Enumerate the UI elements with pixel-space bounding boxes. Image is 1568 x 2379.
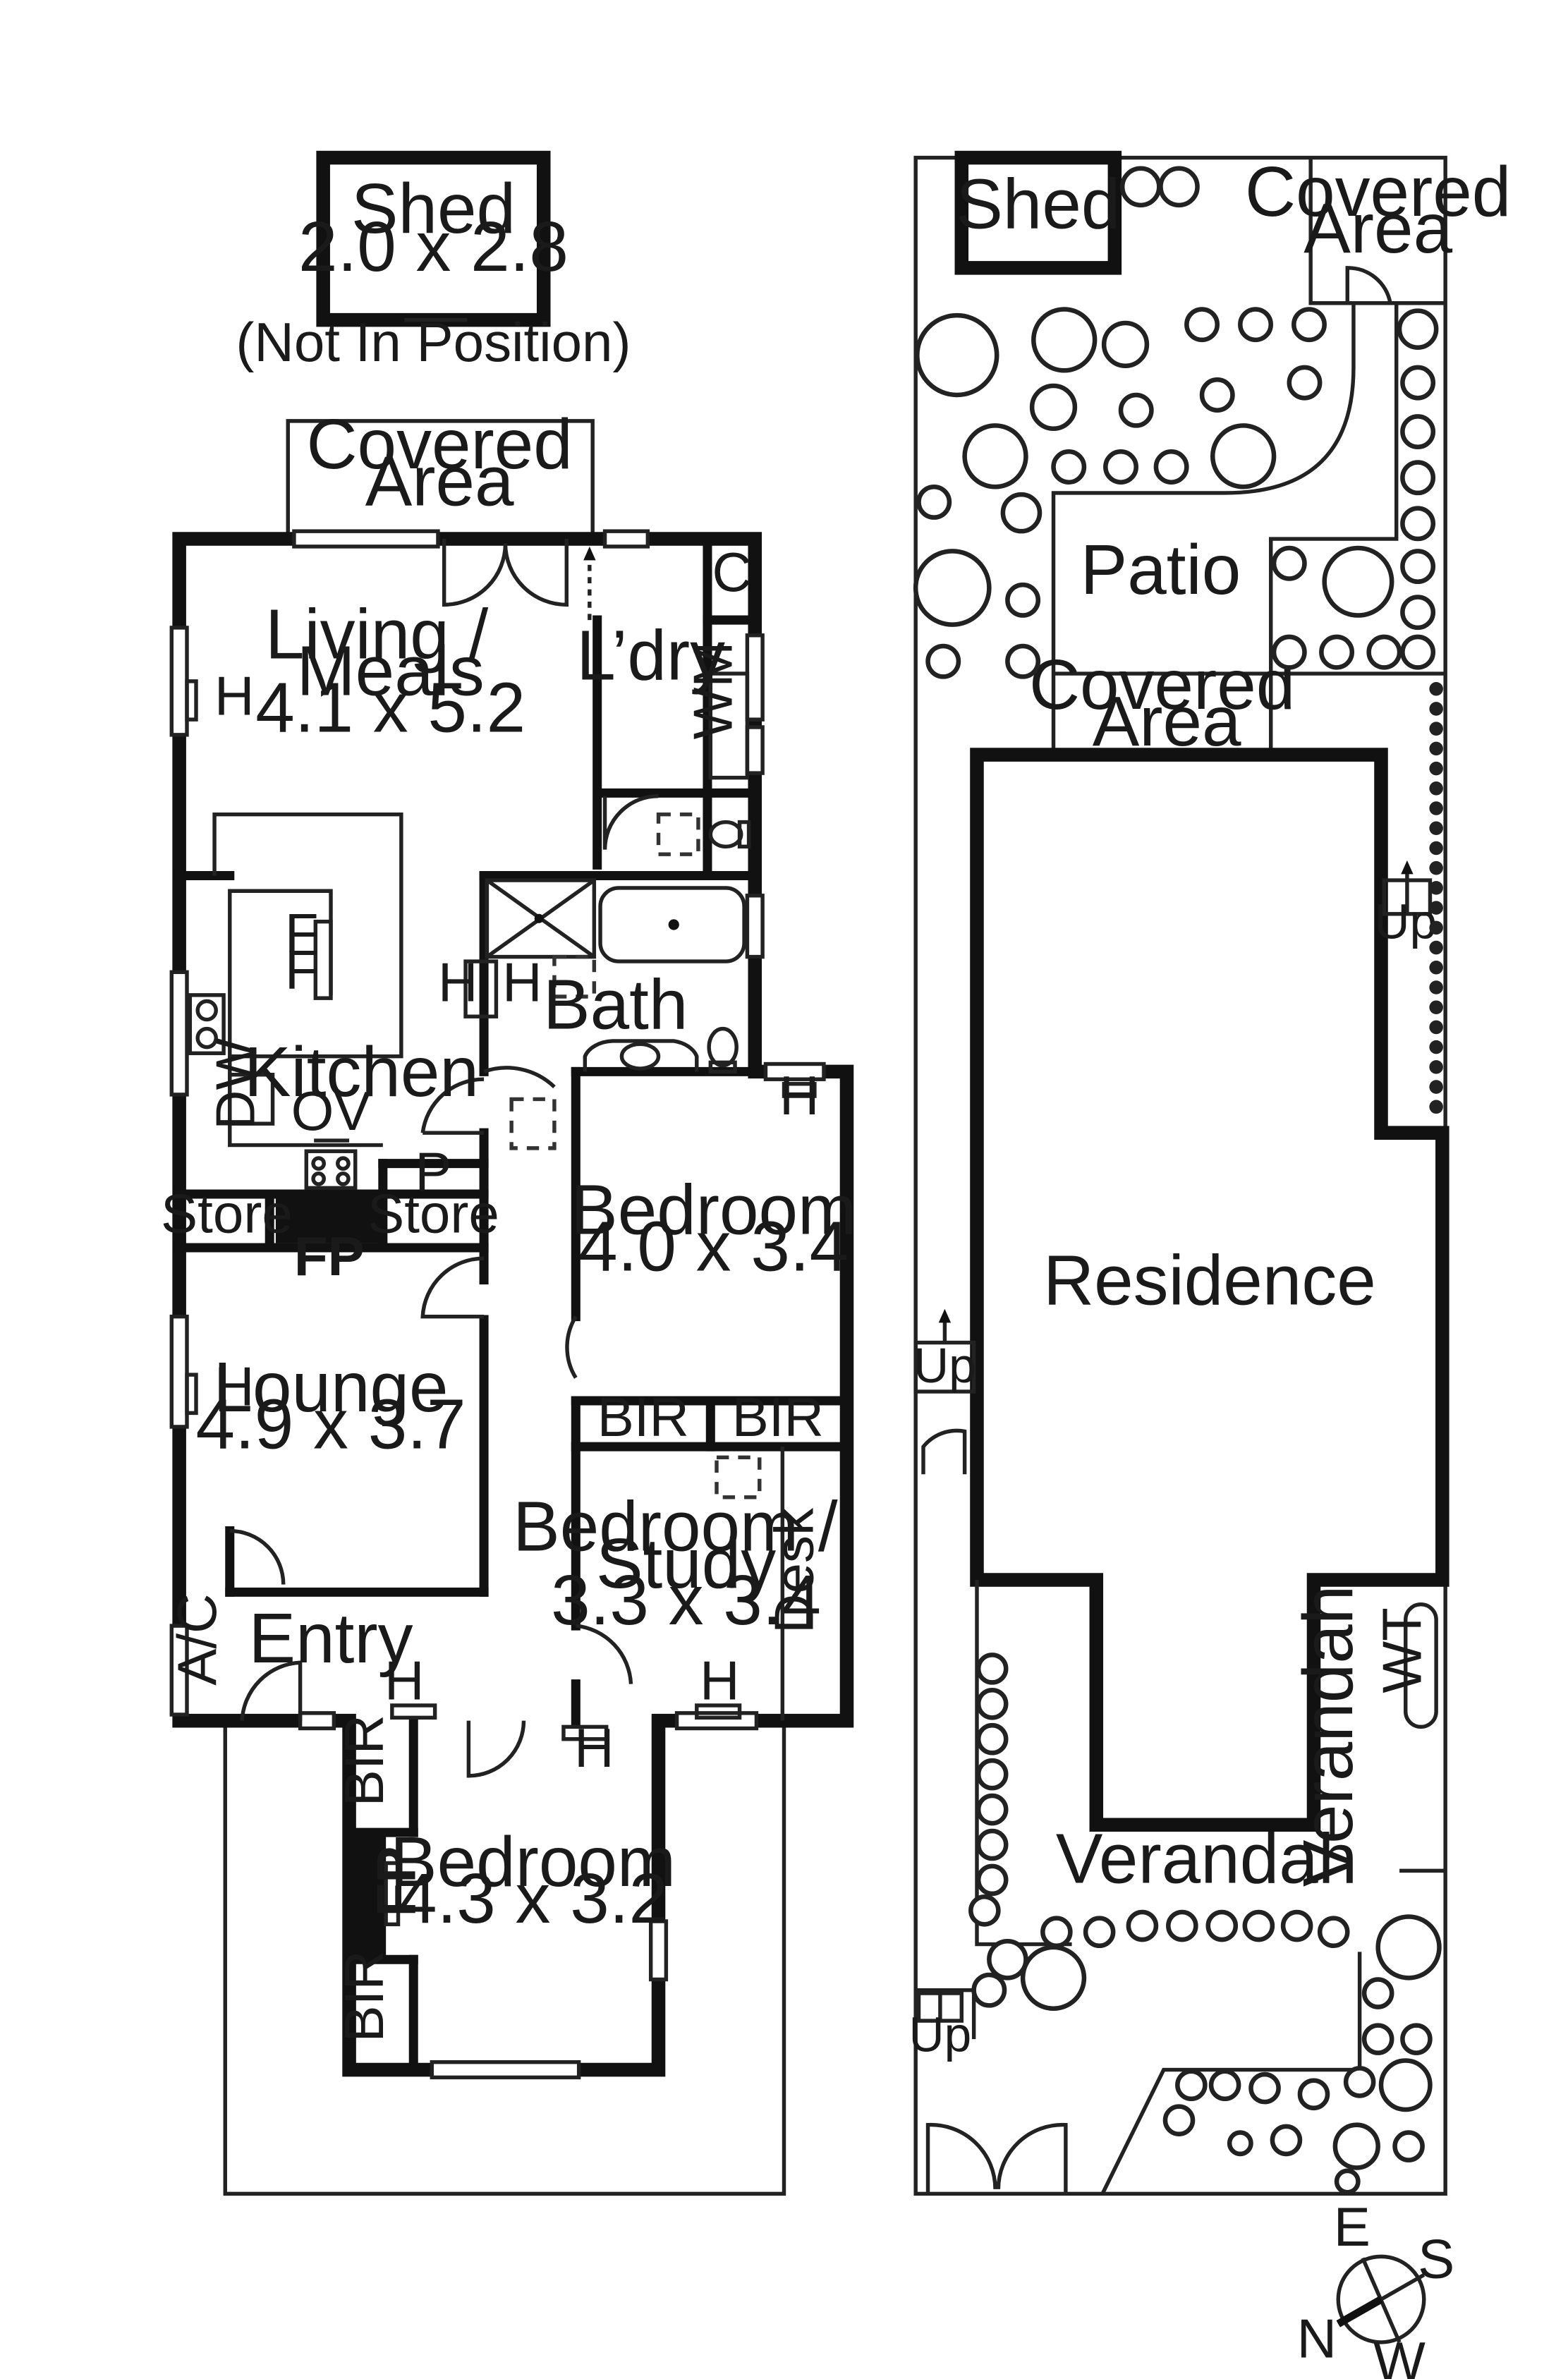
- site-covered-area-label-2: Area: [1303, 190, 1452, 268]
- room-labels: Living / Meals 4.1 x 5.2 L’dry C WM H F …: [161, 541, 856, 2043]
- patio-label: Patio: [1081, 531, 1241, 609]
- kitchen-label: Kitchen: [244, 1033, 479, 1112]
- site-plan: Shed Covered Area Patio Covered Area Res…: [909, 150, 1511, 2196]
- bedroom-1-size: 4.0 x 3.4: [578, 1208, 849, 1286]
- bedroom-1-label: Bedroom: [571, 1171, 856, 1249]
- heater-label: H: [700, 1649, 739, 1711]
- up-label-2: Up: [913, 1338, 976, 1393]
- covered-area-label-2: Area: [365, 442, 514, 521]
- residence-label: Residence: [1043, 1241, 1376, 1320]
- front-yard-outline: [223, 1724, 786, 2196]
- entry-label: Entry: [249, 1600, 413, 1678]
- compass-east: E: [1334, 2196, 1371, 2258]
- garden-path: [1051, 303, 1399, 674]
- compass-rose: E S N W: [1297, 2196, 1455, 2379]
- floor-plan: Shed 2.0 x 2.8 (Not In Position) Covered…: [161, 150, 856, 2196]
- rear-covered-area: Covered Area: [286, 406, 595, 540]
- verandah-front-label: Verandah: [1056, 1820, 1357, 1899]
- bedroom-study-label: Bedroom /: [513, 1488, 838, 1566]
- study-label: Study: [596, 1525, 776, 1603]
- water-tank-label: WT: [1371, 1607, 1433, 1693]
- doors: [229, 539, 659, 1778]
- cupboard-label: C: [712, 541, 751, 603]
- fireplace-block: [275, 1194, 380, 1243]
- up-label: Up: [1374, 894, 1437, 949]
- meals-label: Meals: [297, 632, 485, 710]
- compass-north: N: [1297, 2308, 1337, 2370]
- not-in-position-note: (Not In Position): [236, 311, 631, 373]
- pantry-label: P: [415, 1141, 451, 1203]
- aircon-label: A/C: [166, 1594, 228, 1686]
- bedroom-study-size: 3.3 x 3.4: [551, 1562, 821, 1640]
- interior-walls: [174, 534, 852, 2075]
- detached-shed: Shed 2.0 x 2.8 (Not In Position): [236, 150, 631, 373]
- living-size: 4.1 x 5.2: [255, 669, 525, 748]
- water-tank: [1404, 1602, 1438, 1729]
- bir-label-2: BIR: [732, 1386, 824, 1448]
- bir-label-3: BIR: [333, 1715, 395, 1806]
- heater-label: H: [574, 1717, 614, 1779]
- heater-label: H: [438, 951, 478, 1014]
- fridge-label: F: [285, 902, 319, 964]
- heater-label: H: [214, 1356, 254, 1418]
- lounge-label: Lounge: [213, 1349, 448, 1427]
- bedroom-fireplace-label: FP: [365, 1846, 427, 1917]
- heater-label: H: [502, 951, 542, 1014]
- front-gate: [925, 2122, 1068, 2194]
- store-label: Store: [161, 1182, 293, 1244]
- windows: [169, 529, 826, 2080]
- site-rear-covered-area: [1308, 157, 1446, 305]
- site-covered-area-label-3: Covered: [1029, 646, 1295, 724]
- dishwasher-label: DW: [204, 1038, 266, 1129]
- residence-footprint: [970, 748, 1450, 1832]
- fridge-label-2: F: [285, 939, 319, 1001]
- compass-west: W: [1373, 2330, 1426, 2379]
- lounge-size: 4.9 x 3.7: [196, 1385, 466, 1464]
- bir-label-4: BIR: [333, 1950, 395, 2042]
- store-label-2: Store: [367, 1182, 499, 1244]
- bath-label: Bath: [543, 966, 688, 1045]
- washing-machine-label: WM: [682, 641, 744, 739]
- compass-south: S: [1418, 2228, 1454, 2290]
- bedroom-3-size: 4.3 x 3.2: [398, 1860, 668, 1938]
- bir-label: BIR: [597, 1386, 689, 1448]
- covered-area-label: Covered: [306, 406, 572, 484]
- site-covered-area-label: Covered: [1245, 153, 1511, 231]
- oven-label: OV: [291, 1080, 371, 1142]
- shed-label: Shed: [351, 170, 516, 248]
- laundry-label: L’dry: [576, 617, 725, 695]
- site-shed: [954, 150, 1122, 275]
- living-label: Living /: [265, 595, 489, 674]
- verandah-side-label: Verandah: [1289, 1586, 1368, 1887]
- bedroom-3-label: Bedroom: [390, 1823, 676, 1902]
- heater-label: H: [214, 665, 254, 727]
- fireplace-label: FP: [294, 1225, 365, 1287]
- heater-label: H: [384, 1649, 424, 1711]
- site-shed-label: Shed: [956, 165, 1120, 243]
- up-label-3: Up: [909, 2007, 972, 2062]
- shed-size: 2.0 x 2.8: [298, 208, 569, 286]
- fixtures: [185, 671, 817, 1927]
- bedroom-fireplace-block: [349, 1832, 387, 1960]
- garden-trees: [913, 166, 1443, 2195]
- heater-label: H: [779, 1064, 819, 1126]
- desk-label: Desk: [763, 1507, 825, 1633]
